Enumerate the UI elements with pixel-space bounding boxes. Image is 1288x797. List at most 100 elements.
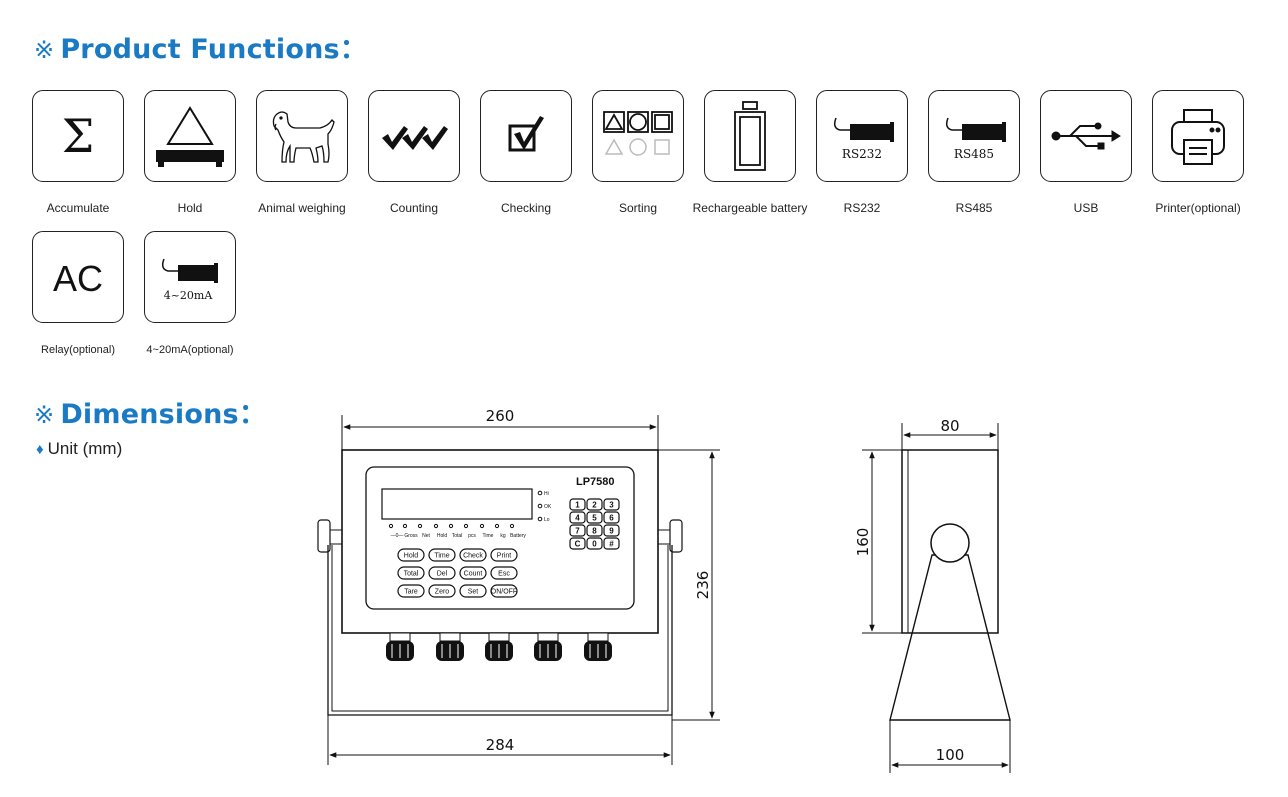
rs485-connector-icon: RS485 (928, 90, 1020, 182)
function-label: RS232 (843, 201, 881, 215)
function-label: Counting (389, 201, 439, 215)
usb-icon (1040, 90, 1132, 182)
rs232-icon-text: RS232 (842, 147, 882, 161)
function-button (428, 584, 456, 598)
function-button (490, 584, 518, 598)
keypad-key-label: C (575, 540, 581, 549)
keypad-key (569, 524, 586, 537)
keypad-key-label: 8 (592, 527, 597, 536)
keypad-key (603, 498, 620, 511)
keypad-key-label: 5 (592, 514, 597, 523)
gland-nut (439, 632, 461, 642)
rs485-icon-text: RS485 (954, 147, 994, 161)
indicator-label: Time (483, 533, 494, 539)
function-label: 4~20mA(optional) (146, 344, 234, 356)
section-title-functions: ※Product Functions： (34, 27, 367, 66)
keypad-key-label: 4 (575, 514, 580, 523)
reference-mark: ※ (34, 401, 55, 429)
dog-icon (256, 90, 348, 182)
function-button-label: Del (437, 571, 448, 578)
side-housing (901, 449, 999, 634)
current-connector-icon: 4~20mA (144, 231, 236, 323)
triangle-scale-icon (144, 90, 236, 182)
keypad-key-label: 7 (575, 527, 580, 536)
function-button-label: Print (497, 553, 511, 560)
keypad-key (603, 537, 620, 550)
current-icon-text: 4~20mA (164, 289, 214, 302)
rs232-connector-icon: RS232 (816, 90, 908, 182)
function-label: Printer(optional) (1155, 201, 1241, 215)
indicator-label: Hold (437, 533, 448, 539)
sigma-icon: Σ (32, 90, 124, 182)
keypad-key (569, 537, 586, 550)
function-button (428, 548, 456, 562)
function-button-label: ON/OFF (491, 589, 517, 596)
base-label: 100 (936, 746, 965, 764)
reference-mark: ※ (34, 36, 55, 64)
led-label-hi: Hi (544, 491, 549, 497)
keypad-key-label: 3 (609, 501, 614, 510)
function-usb: USB (1040, 90, 1132, 215)
keypad-key (569, 511, 586, 524)
function-button-label: Time (434, 553, 449, 560)
checkbox-icon (480, 90, 572, 182)
keypad-key-label: 0 (592, 540, 597, 549)
indicator-label: pcs (468, 533, 476, 539)
function-printer: Printer(optional) (1152, 90, 1244, 215)
indicator-label: Gross (404, 533, 418, 539)
led-label-ok: OK (544, 504, 552, 510)
mounting-bracket (327, 545, 673, 716)
function-rs232: RS232 RS232 (816, 90, 908, 215)
function-relay: AC Relay(optional) (32, 231, 124, 356)
function-label: Rechargeable battery (692, 201, 808, 215)
function-counting: Counting (368, 90, 460, 215)
unit-label: ♦Unit (mm) (36, 439, 122, 459)
dimensions-title-text: Dimensions： (60, 399, 267, 430)
function-accumulate: Σ Accumulate (32, 90, 124, 215)
side-width-label: 80 (940, 417, 959, 435)
bracket-width-label: 284 (486, 736, 515, 754)
function-label: RS485 (955, 201, 993, 215)
section-title-dimensions: ※Dimensions： (34, 392, 266, 431)
function-button (428, 566, 456, 580)
indicator-label: Battery (510, 533, 526, 539)
keypad-key (603, 511, 620, 524)
function-label: Animal weighing (258, 201, 346, 215)
checkmarks-icon (368, 90, 460, 182)
keypad-key (586, 511, 603, 524)
functions-title-text: Product Functions： (60, 34, 367, 65)
keypad-key-label: 2 (592, 501, 597, 510)
keypad-key (569, 498, 586, 511)
gland-nut (389, 632, 411, 642)
side-bracket (889, 554, 1011, 721)
diamond-bullet-icon: ♦ (36, 441, 44, 458)
side-knob (930, 523, 970, 563)
function-button (490, 566, 518, 580)
shapes-icon (592, 90, 684, 182)
width-label: 260 (486, 407, 515, 425)
model-label: LP7580 (576, 476, 615, 488)
function-rechargeable-battery: Rechargeable battery (693, 90, 807, 215)
indicator-dots (388, 523, 515, 529)
led-label-lo: Lo (544, 517, 550, 523)
function-rs485: RS485 RS485 (928, 90, 1020, 215)
function-button-label: Count (464, 571, 483, 578)
cable-glands (386, 632, 612, 661)
keypad-key (603, 524, 620, 537)
function-button (397, 548, 425, 562)
function-button (459, 584, 487, 598)
keypad-key-label: 9 (609, 527, 614, 536)
function-4-20ma: 4~20mA 4~20mA(optional) (144, 231, 236, 356)
function-label: Checking (500, 201, 552, 215)
gland-nut (488, 632, 510, 642)
function-button-label: Tare (404, 589, 418, 596)
ac-icon-text: AC (53, 258, 103, 299)
function-animal-weighing: Animal weighing (256, 90, 348, 215)
function-button (459, 548, 487, 562)
function-label: Hold (177, 201, 203, 215)
keypad-key (586, 524, 603, 537)
unit-text: Unit (mm) (47, 439, 123, 458)
function-button-label: Total (404, 571, 419, 578)
keypad-key (586, 498, 603, 511)
function-button (490, 548, 518, 562)
